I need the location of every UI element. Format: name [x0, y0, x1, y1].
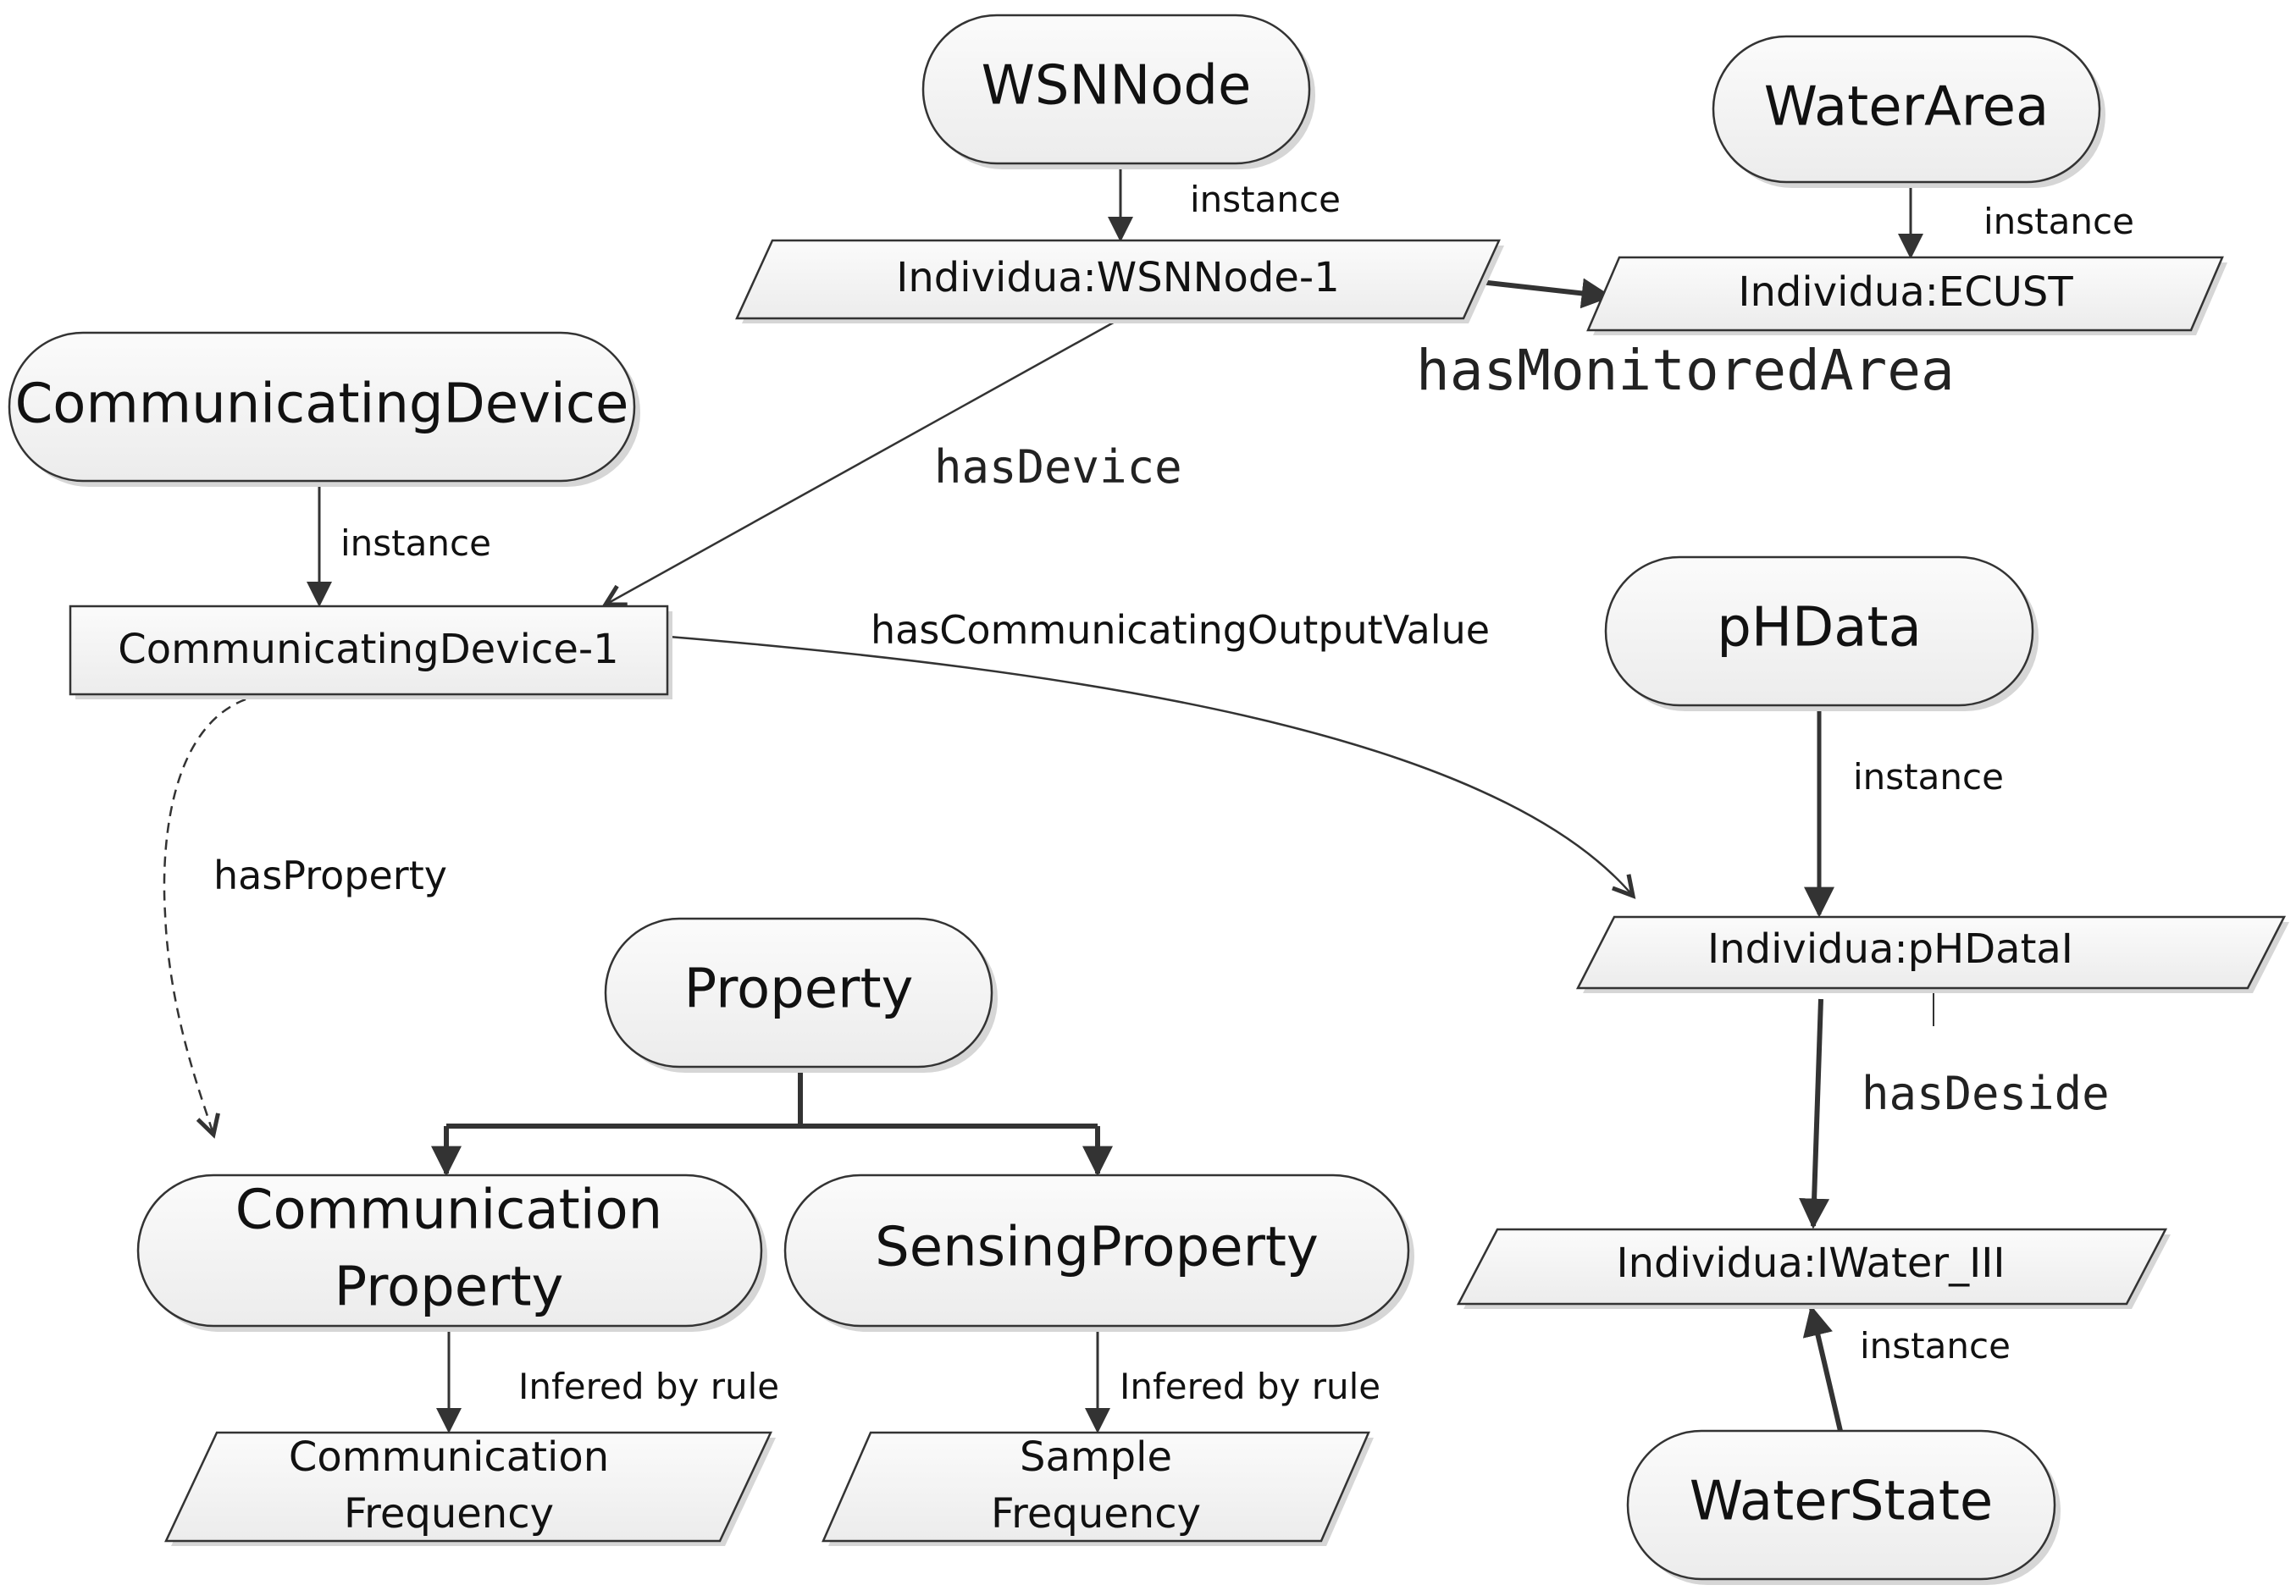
- label-instance-water-state: instance: [1860, 1325, 2011, 1367]
- individual-node-ecust: Individua:ECUST: [1586, 256, 2227, 335]
- individual-label-sample-frequency-1: Sample: [1020, 1433, 1172, 1481]
- label-instance-wsn: instance: [1190, 179, 1341, 220]
- class-node-property: Property: [604, 917, 998, 1073]
- class-node-communicating-device: CommunicatingDevice: [8, 331, 640, 487]
- class-node-waterstate: WaterState: [1626, 1429, 2061, 1585]
- label-infered-sample: Infered by rule: [1120, 1366, 1380, 1407]
- individual-label-water-iii: Individua:IWater_III: [1616, 1240, 2005, 1287]
- label-instance-comm-device: instance: [340, 522, 491, 564]
- individual-label-wsnnode-1: Individua:WSNNode-1: [896, 254, 1340, 301]
- individual-label-communicating-device-1: CommunicatingDevice-1: [118, 626, 618, 673]
- edge-has-communicating-output-value: [668, 635, 1633, 896]
- label-has-property: hasProperty: [213, 853, 447, 898]
- class-label-communication-property-2: Property: [335, 1256, 564, 1319]
- individual-label-ecust: Individua:ECUST: [1738, 268, 2073, 316]
- class-label-waterarea: WaterArea: [1764, 76, 2049, 139]
- class-node-waterarea: WaterArea: [1712, 35, 2105, 188]
- class-label-sensing-property: SensingProperty: [875, 1217, 1319, 1279]
- class-node-communication-property: Communication Property: [136, 1174, 767, 1332]
- class-label-property: Property: [684, 958, 914, 1021]
- individual-node-wsnnode-1: Individua:WSNNode-1: [735, 239, 1504, 323]
- edge-has-deside: [1799, 998, 1830, 1229]
- label-has-deside: hasDeside: [1862, 1067, 2110, 1120]
- individual-label-communication-frequency-2: Frequency: [344, 1490, 554, 1538]
- class-label-wsnnode: WSNNode: [982, 55, 1252, 118]
- edge-has-device: [606, 318, 1119, 605]
- individual-node-sample-frequency: Sample Frequency: [822, 1431, 1374, 1546]
- label-infered-comm: Infered by rule: [518, 1366, 779, 1407]
- individual-node-communication-frequency: Communication Frequency: [164, 1431, 776, 1546]
- edge-has-property: [163, 698, 246, 1135]
- class-node-sensing-property: SensingProperty: [783, 1174, 1414, 1332]
- individual-label-phdata-1: Individua:pHDataI: [1707, 925, 2073, 973]
- class-label-communication-property-1: Communication: [235, 1179, 662, 1242]
- edge-has-monitored-area: [1480, 278, 1613, 309]
- class-label-waterstate: WaterState: [1690, 1471, 1994, 1533]
- label-has-communicating-output-value: hasCommunicatingOutputValue: [871, 607, 1490, 653]
- class-node-wsnnode: WSNNode: [921, 14, 1315, 169]
- label-instance-water-area: instance: [1983, 201, 2134, 242]
- label-instance-ph: instance: [1853, 756, 2004, 798]
- individual-node-phdata-1: Individua:pHDataI: [1575, 915, 2289, 993]
- individual-node-water-iii: Individua:IWater_III: [1456, 1228, 2171, 1309]
- class-label-communicating-device: CommunicatingDevice: [15, 373, 629, 436]
- label-has-device: hasDevice: [934, 440, 1182, 494]
- individual-node-communicating-device-1: CommunicatingDevice-1: [69, 605, 672, 699]
- individual-label-sample-frequency-2: Frequency: [991, 1490, 1201, 1538]
- class-label-phdata: pHData: [1717, 597, 1922, 660]
- individual-label-communication-frequency-1: Communication: [289, 1433, 609, 1481]
- label-has-monitored-area: hasMonitoredArea: [1416, 338, 1955, 403]
- class-node-phdata: pHData: [1604, 555, 2039, 711]
- edge-water-state-instance: [1802, 1305, 1843, 1432]
